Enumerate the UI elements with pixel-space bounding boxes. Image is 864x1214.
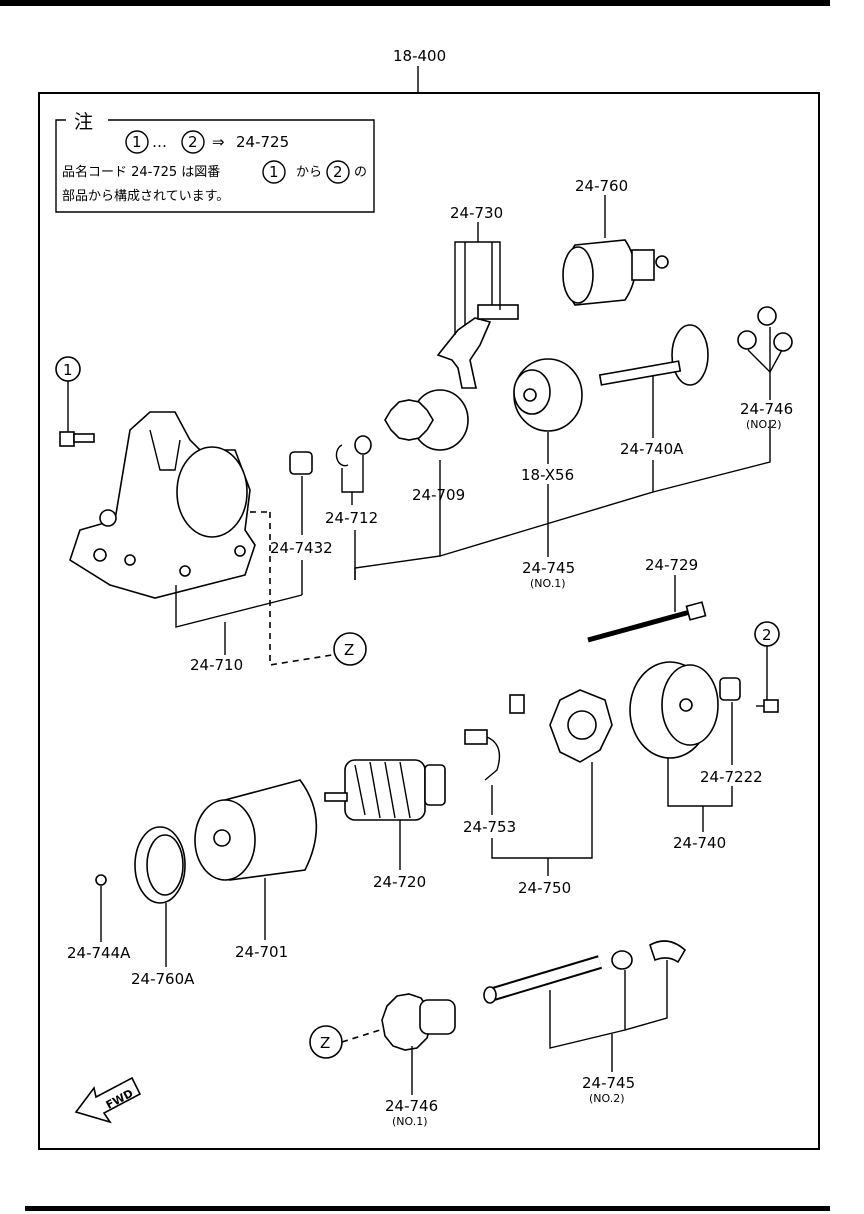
gear-shaft-drawing bbox=[483, 940, 687, 1004]
part-label[interactable]: 18-X56 bbox=[521, 466, 574, 484]
part-label[interactable]: 24-740 bbox=[673, 834, 726, 852]
armature-drawing bbox=[324, 759, 446, 821]
bottom-rule bbox=[25, 1206, 830, 1211]
part-label[interactable]: 24-746 bbox=[740, 400, 793, 418]
callout-2[interactable]: 2 bbox=[754, 621, 780, 700]
header-ref[interactable]: 18-400 bbox=[393, 47, 446, 65]
bolt-2-drawing bbox=[756, 699, 779, 713]
note-title: 注 bbox=[74, 111, 93, 133]
planet-gears-drawing bbox=[737, 306, 793, 352]
part-sublabel: (NO.1) bbox=[530, 577, 566, 590]
part-sublabel: (NO.1) bbox=[392, 1115, 428, 1128]
part-label[interactable]: 24-701 bbox=[235, 943, 288, 961]
note-line2-prefix: 品名コード 24-725 は図番 bbox=[62, 164, 220, 180]
note-symbol-1: 1 bbox=[132, 133, 142, 151]
svg-text:Z: Z bbox=[320, 1034, 330, 1052]
svg-text:Z: Z bbox=[344, 641, 354, 659]
callout-1[interactable]: 1 bbox=[55, 356, 81, 432]
part-label[interactable]: 24-760A bbox=[131, 970, 195, 988]
ball-drawing bbox=[95, 874, 107, 886]
part-label[interactable]: 24-7222 bbox=[700, 768, 763, 786]
diagram-frame bbox=[38, 92, 820, 1150]
pinion-drawing bbox=[381, 993, 456, 1051]
part-label[interactable]: 24-740A bbox=[620, 440, 684, 458]
through-bolt-drawing bbox=[587, 601, 707, 643]
top-rule bbox=[0, 0, 830, 6]
clutch-drawing bbox=[384, 389, 469, 451]
seal-drawing bbox=[134, 826, 186, 904]
part-label[interactable]: 24-709 bbox=[412, 486, 465, 504]
note-arrow: ⇒ bbox=[212, 133, 225, 151]
part-label[interactable]: 24-729 bbox=[645, 556, 698, 574]
clip-drawing bbox=[335, 435, 372, 467]
bushing-drawing bbox=[289, 451, 313, 475]
part-label[interactable]: 24-745 bbox=[522, 559, 575, 577]
note-line3: 部品から構成されています。 bbox=[62, 189, 229, 204]
svg-text:2: 2 bbox=[762, 626, 772, 644]
fwd-arrow-icon: FWD bbox=[74, 1076, 142, 1124]
callout-z-2[interactable]: Z bbox=[309, 1025, 381, 1059]
part-label[interactable]: 24-745 bbox=[582, 1074, 635, 1092]
part-sublabel: (NO.2) bbox=[746, 418, 782, 431]
solenoid-drawing bbox=[562, 239, 669, 306]
note-line2-mid: から bbox=[296, 165, 322, 180]
part-label[interactable]: 24-710 bbox=[190, 656, 243, 674]
part-label[interactable]: 24-720 bbox=[373, 873, 426, 891]
part-label[interactable]: 24-753 bbox=[463, 818, 516, 836]
note-line2-symbol-2: 2 bbox=[333, 163, 343, 181]
part-label[interactable]: 24-750 bbox=[518, 879, 571, 897]
part-label[interactable]: 24-730 bbox=[450, 204, 503, 222]
note-ref[interactable]: 24-725 bbox=[236, 133, 289, 151]
note-symbol-2: 2 bbox=[188, 133, 198, 151]
part-label[interactable]: 24-744A bbox=[67, 944, 131, 962]
shaft-drawing bbox=[598, 324, 709, 386]
part-label[interactable]: 24-760 bbox=[575, 177, 628, 195]
part-label[interactable]: 24-7432 bbox=[270, 539, 333, 557]
part-sublabel: (NO.2) bbox=[589, 1092, 625, 1105]
note-line2-suffix: の bbox=[354, 165, 367, 180]
leader-lines bbox=[100, 195, 783, 1095]
housing-drawing bbox=[69, 411, 256, 599]
bolt-1-drawing bbox=[59, 431, 95, 447]
bearing-plate-drawing bbox=[513, 358, 583, 432]
part-label[interactable]: 24-712 bbox=[325, 509, 378, 527]
note-ellipsis: … bbox=[152, 133, 167, 151]
part-labels: 24-730 24-760 24-746 (NO.2) 24-740A 18-X… bbox=[67, 177, 793, 1128]
yoke-drawing bbox=[194, 779, 318, 881]
callout-z-1[interactable]: Z bbox=[250, 511, 367, 666]
end-frame-drawing bbox=[629, 661, 719, 759]
note-line2-symbol-1: 1 bbox=[269, 163, 279, 181]
end-bushing-drawing bbox=[719, 677, 741, 701]
note-box: 注 1 … 2 ⇒ 24-725 品名コード 24-725 は図番 1 から 2… bbox=[55, 111, 375, 213]
brush-drawing bbox=[464, 694, 525, 781]
part-label[interactable]: 24-746 bbox=[385, 1097, 438, 1115]
lever-drawing bbox=[436, 304, 519, 389]
svg-text:1: 1 bbox=[63, 361, 73, 379]
brush-holder-drawing bbox=[549, 689, 613, 763]
